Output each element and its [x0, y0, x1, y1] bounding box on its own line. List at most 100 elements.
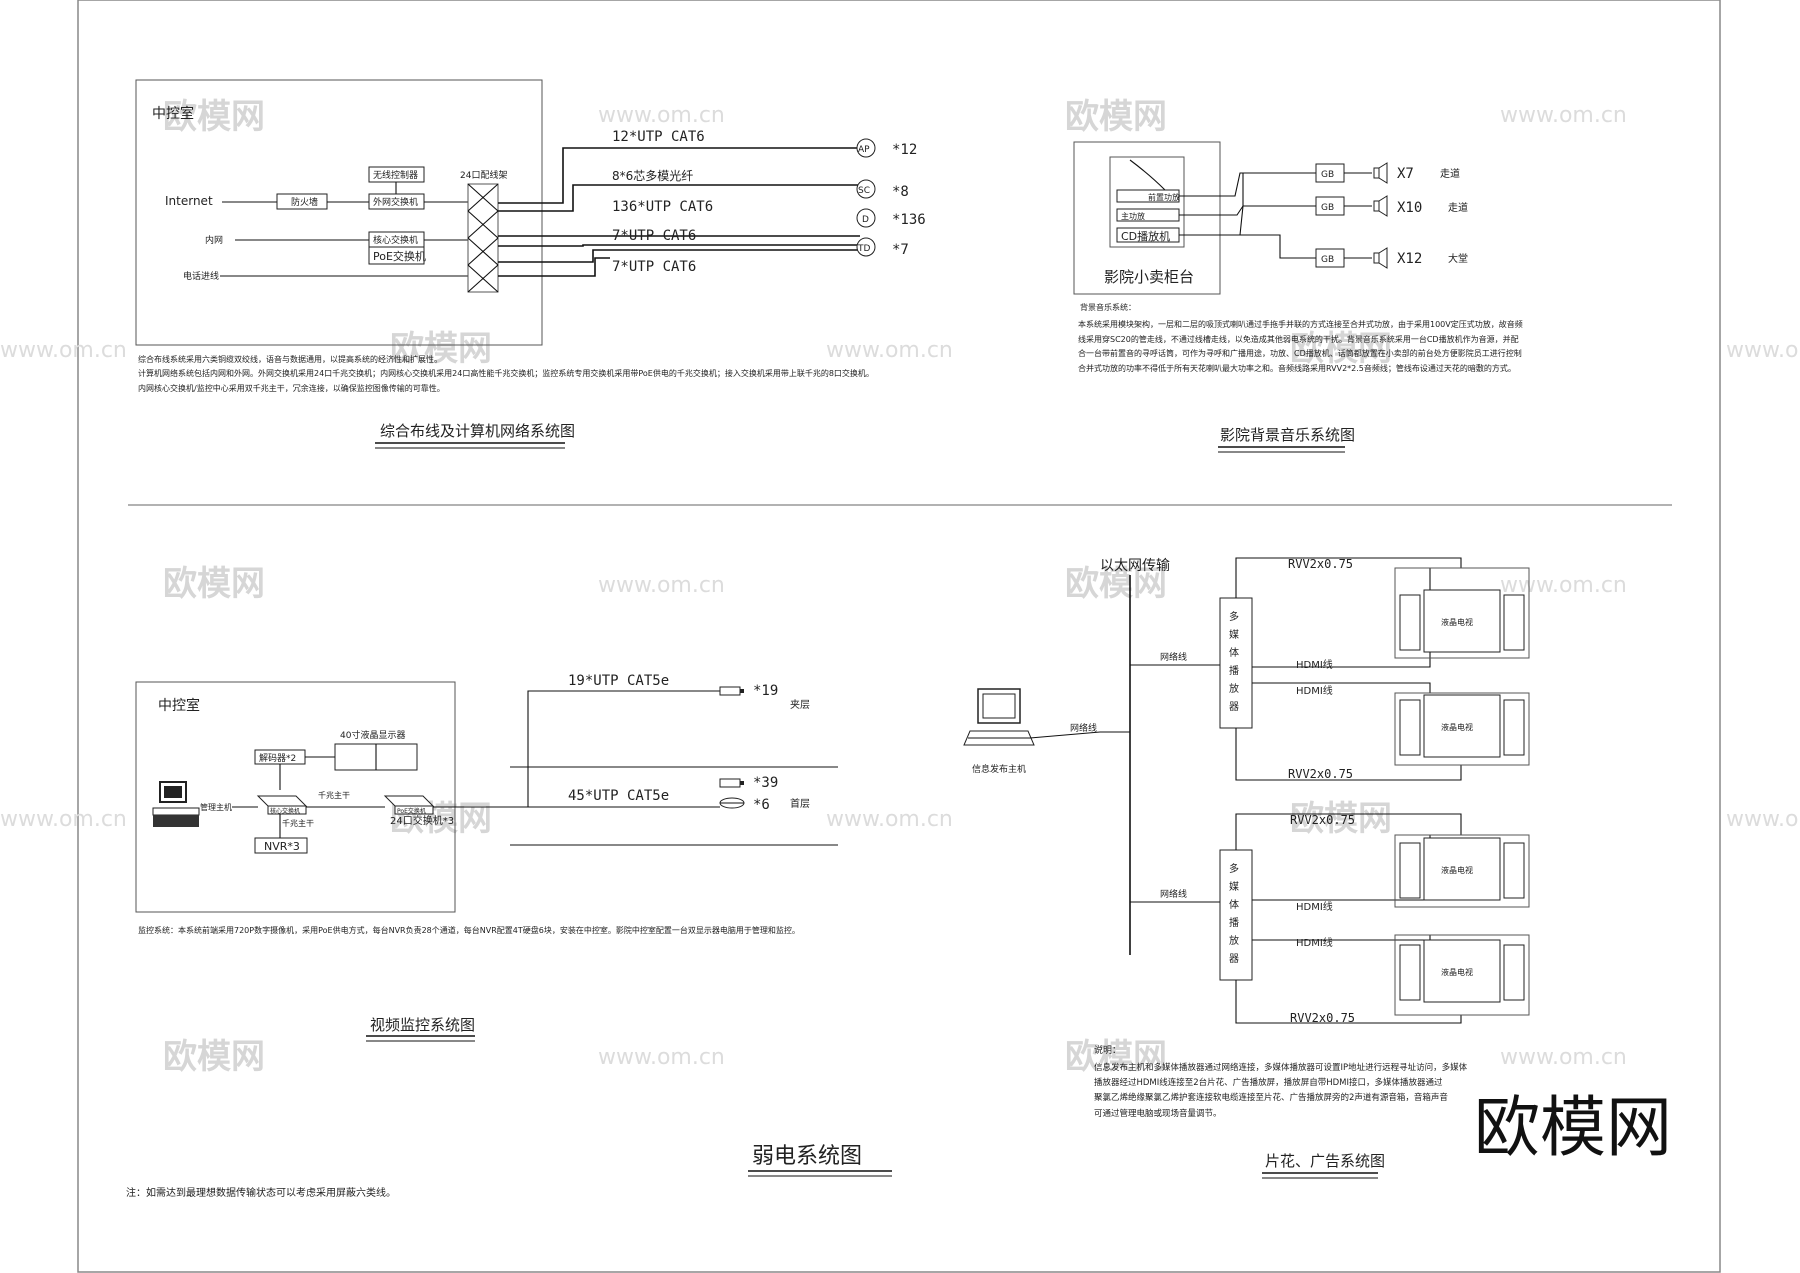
speaker-icon — [1373, 195, 1388, 217]
music-note-4: 合并式功放的功率不得低于所有天花喇叭最大功率之和。音频线路采用RVV2*2.5音… — [1078, 363, 1516, 373]
svg-text:GB: GB — [1321, 170, 1334, 180]
svg-text:多: 多 — [1229, 610, 1239, 623]
svg-text:体: 体 — [1229, 899, 1239, 911]
cable-label-2: 8*6芯多模光纤 — [612, 169, 693, 183]
cctv-control-room-box — [135, 681, 456, 913]
svg-text:RVV2x0.75: RVV2x0.75 — [1290, 813, 1355, 827]
speaker-icon — [1373, 247, 1388, 269]
svg-text:RVV2x0.75: RVV2x0.75 — [1288, 767, 1353, 781]
svg-text:网络线: 网络线 — [1160, 888, 1187, 900]
svg-text:管理主机: 管理主机 — [200, 802, 232, 812]
svg-text:夹层: 夹层 — [790, 698, 810, 711]
ad-note-3: 聚氯乙烯绝缘聚氯乙烯护套连接软电缆连接至片花、广告播放屏旁的2声道有源音箱，音箱… — [1094, 1092, 1448, 1103]
svg-text:器: 器 — [1229, 953, 1239, 965]
dome-camera-icon — [719, 797, 745, 809]
sc-terminal-icon — [856, 179, 876, 199]
svg-text:*6: *6 — [753, 797, 770, 813]
music-title: 影院背景音乐系统图 — [1220, 426, 1355, 444]
svg-text:网络线: 网络线 — [1160, 651, 1187, 663]
svg-text:液晶电视: 液晶电视 — [1441, 617, 1473, 627]
core-switch-icon: 核心交换机 — [256, 795, 308, 815]
svg-text:www.om.cn: www.om.cn — [1500, 573, 1627, 598]
svg-text:*39: *39 — [753, 775, 778, 791]
svg-text:www.om.cn: www.om.cn — [826, 807, 953, 832]
svg-text:欧模网: 欧模网 — [163, 564, 265, 604]
svg-text:放: 放 — [1229, 682, 1239, 695]
tv-set-4: 液晶电视 — [1394, 934, 1530, 1016]
svg-text:www.om.cn: www.om.cn — [598, 1045, 725, 1070]
svg-text:体: 体 — [1229, 647, 1239, 659]
svg-text:AP: AP — [858, 145, 870, 155]
svg-text:大堂: 大堂 — [1448, 252, 1468, 265]
svg-text:SC: SC — [858, 186, 870, 196]
svg-text:RVV2x0.75: RVV2x0.75 — [1290, 1011, 1355, 1025]
svg-text:多: 多 — [1229, 862, 1239, 875]
svg-text:PoE交换机: PoE交换机 — [373, 249, 426, 263]
svg-text:RVV2x0.75: RVV2x0.75 — [1288, 557, 1353, 571]
td-terminal-icon — [856, 237, 876, 257]
network-note-1: 综合布线系统采用六类铜缆双绞线，语音与数据通用，以提高系统的经济性和扩展性。 — [138, 354, 442, 364]
cabinet-box — [1073, 141, 1221, 295]
svg-text:*19: *19 — [753, 683, 778, 699]
network-title: 综合布线及计算机网络系统图 — [380, 422, 575, 440]
svg-text:欧模网: 欧模网 — [1065, 564, 1167, 604]
svg-text:说明：: 说明： — [1094, 1044, 1121, 1056]
poe-switch-box — [368, 246, 425, 265]
network-note-3: 内网核心交换机/监控中心采用双千兆主干，冗余连接，以确保监控图像传输的可靠性。 — [138, 383, 445, 393]
patch-panel — [467, 183, 499, 293]
svg-text:欧模网: 欧模网 — [390, 329, 492, 369]
svg-text:媒: 媒 — [1229, 881, 1239, 893]
svg-text:GB: GB — [1321, 203, 1334, 213]
cctv-diagram: 中控室 40寸液晶显示器 解码器*2 管理主机 核心交换机 千兆主干 千兆主干 … — [135, 673, 838, 1042]
cctv-cable-label-1: 19*UTP CAT5e — [568, 673, 669, 689]
computer-icon — [963, 688, 1035, 746]
network-room-label: 中控室 — [152, 105, 194, 122]
svg-text:解码器*2: 解码器*2 — [259, 752, 296, 764]
ad-note-4: 可通过管理电脑或现场音量调节。 — [1094, 1108, 1222, 1119]
svg-text:HDMI线: HDMI线 — [1296, 658, 1333, 671]
svg-text:千兆主干: 千兆主干 — [318, 790, 350, 800]
svg-text:液晶电视: 液晶电视 — [1441, 967, 1473, 977]
svg-text:放: 放 — [1229, 934, 1239, 947]
svg-text:www.om.cn: www.om.cn — [0, 807, 127, 832]
cctv-note: 监控系统：本系统前端采用720P数字摄像机，采用PoE供电方式，每台NVR负责2… — [138, 925, 800, 935]
svg-text:欧模网: 欧模网 — [1290, 799, 1392, 839]
nvr-box — [254, 837, 308, 854]
footnote: 注：如需达到最理想数据传输状态可以考虑采用屏蔽六类线。 — [126, 1186, 396, 1199]
camera-icon — [719, 686, 744, 696]
cable-label-5: 7*UTP CAT6 — [612, 259, 696, 275]
svg-text:液晶电视: 液晶电视 — [1441, 865, 1473, 875]
watermark-layer: 欧模网 www.om.cn 欧模网 www.om.cn www.om.cn 欧模… — [0, 97, 1800, 1077]
svg-text:首层: 首层 — [790, 797, 810, 810]
svg-text:背景音乐系统：: 背景音乐系统： — [1080, 302, 1136, 312]
svg-text:www.om.cn: www.om.cn — [1726, 338, 1800, 363]
svg-text:欧模网: 欧模网 — [1065, 97, 1167, 137]
input-phone: 电话进线 — [183, 270, 219, 282]
svg-text:走道: 走道 — [1448, 201, 1468, 214]
drawing-frame — [77, 0, 1721, 1273]
data-terminal-icon — [856, 208, 876, 228]
ad-note-2: 播放器经过HDMI线连接至2台片花、广告播放屏，播放屏自带HDMI接口，多媒体播… — [1094, 1077, 1443, 1088]
svg-text:www.om.cn: www.om.cn — [1726, 807, 1800, 832]
music-note-3: 合一台带前置音的寻呼话筒，可作为寻呼和广播用途，功放、CD播放机、话筒都放置在小… — [1078, 348, 1522, 358]
network-control-room-box — [135, 79, 543, 346]
ap-terminal-icon — [856, 138, 876, 158]
svg-text:X7: X7 — [1397, 166, 1414, 182]
network-note-2: 计算机网络系统包括内网和外网。外网交换机采用24口千兆交换机；内网核心交换机采用… — [138, 368, 874, 378]
tv-set-2: 液晶电视 — [1394, 692, 1530, 766]
svg-text:无线控制器: 无线控制器 — [373, 169, 418, 181]
cabinet-label: 影院小卖柜台 — [1104, 268, 1194, 286]
svg-text:*7: *7 — [892, 242, 909, 258]
svg-text:*12: *12 — [892, 142, 917, 158]
music-note-1: 本系统采用模块架构，一层和二层的吸顶式喇叭通过手拖手并联的方式连接至合并式功放，… — [1078, 319, 1523, 329]
svg-text:X12: X12 — [1397, 251, 1422, 267]
ad-diagram: 以太网传输 信息发布主机 网络线 网络线 网络线 多 媒 体 播 放 器 多 媒… — [963, 557, 1530, 1179]
svg-text:NVR*3: NVR*3 — [264, 840, 300, 853]
speaker-icon — [1373, 162, 1388, 184]
svg-text:PoE交换机: PoE交换机 — [397, 807, 426, 815]
camera-icon — [719, 778, 744, 788]
cable-label-1: 12*UTP CAT6 — [612, 129, 705, 145]
svg-text:防火墙: 防火墙 — [291, 196, 318, 208]
ethernet-label: 以太网传输 — [1100, 558, 1170, 574]
svg-text:www.om.cn: www.om.cn — [1500, 103, 1627, 128]
